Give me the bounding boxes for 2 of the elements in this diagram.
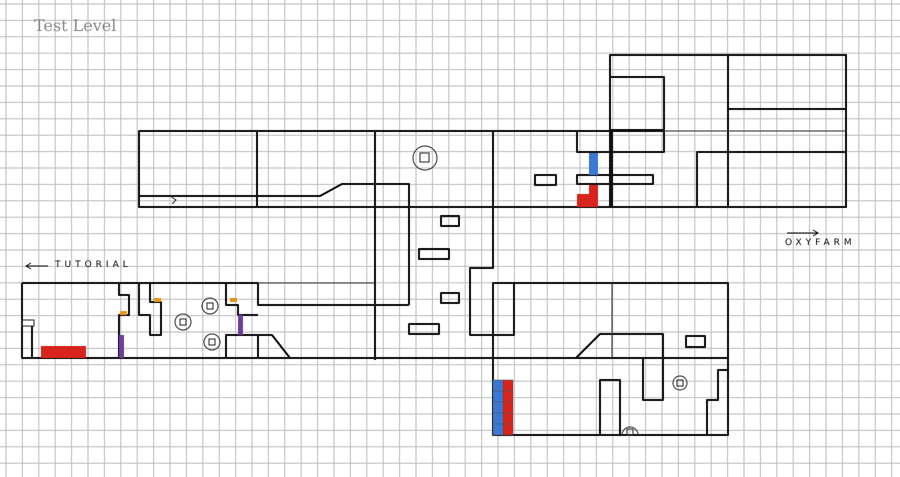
destination-label: TUTORIAL — [55, 260, 132, 270]
destination-label: OXYFARM — [785, 238, 856, 248]
